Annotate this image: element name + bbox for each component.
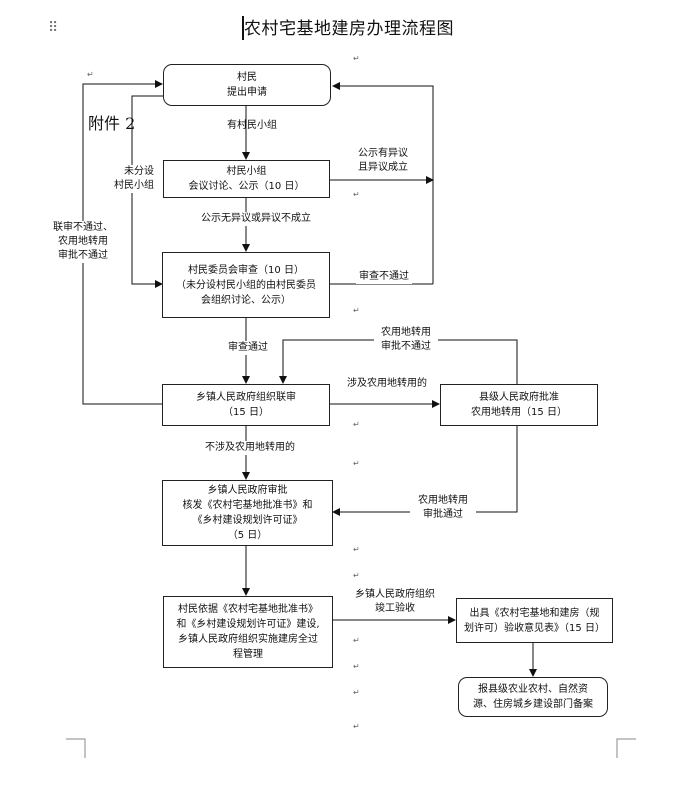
label-joint-review-fail: 联审不通过、 农用地转用 审批不通过 <box>48 221 118 263</box>
page-corner-mark <box>616 738 636 758</box>
drag-grip-icon[interactable]: ⠿ <box>48 20 59 36</box>
paragraph-mark-icon: ↵ <box>353 688 360 697</box>
node-village-group: 村民小组 会议讨论、公示（10 日） <box>163 160 330 198</box>
node-county-approval: 县级人民政府批准 农用地转用（15 日） <box>440 384 598 426</box>
label-completion-acceptance: 乡镇人民政府组织 竣工验收 <box>346 588 444 616</box>
label-farmland-conversion-pass: 农用地转用 审批通过 <box>410 494 476 522</box>
label-review-fail: 审查不通过 <box>356 270 412 284</box>
paragraph-mark-icon: ↵ <box>353 571 360 580</box>
label-has-village-group: 有村民小组 <box>227 120 277 131</box>
node-township-approval: 乡镇人民政府审批 核发《农村宅基地批准书》和 《乡村建设规划许可证》 （5 日） <box>162 480 333 546</box>
node-inspection-document: 出具《农村宅基地和建房（规 划许可）验收意见表》（15 日） <box>456 598 613 643</box>
node-construction: 村民依据《农村宅基地批准书》 和《乡村建设规划许可证》建设, 乡镇人民政府组织实… <box>163 596 333 668</box>
label-not-involves-farmland: 不涉及农用地转用的 <box>194 441 306 455</box>
paragraph-mark-icon: ↵ <box>353 636 360 645</box>
paragraph-mark-icon: ↵ <box>87 70 94 79</box>
label-involves-farmland: 涉及农用地转用的 <box>338 377 436 391</box>
text-cursor <box>242 16 244 40</box>
label-review-pass: 审查通过 <box>220 341 276 355</box>
label-objection-valid: 公示有异议 且异议成立 <box>350 147 416 175</box>
label-farmland-conversion-fail: 农用地转用 审批不通过 <box>374 326 438 354</box>
paragraph-mark-icon: ↵ <box>353 306 360 315</box>
paragraph-mark-icon: ↵ <box>353 545 360 554</box>
label-no-objection: 公示无异议或异议不成立 <box>186 212 326 226</box>
paragraph-mark-icon: ↵ <box>353 190 360 199</box>
page-title: 农村宅基地建房办理流程图 <box>244 19 454 39</box>
label-no-village-group: 未分设 村民小组 <box>100 165 154 193</box>
paragraph-mark-icon: ↵ <box>353 722 360 731</box>
paragraph-mark-icon: ↵ <box>353 420 360 429</box>
paragraph-mark-icon: ↵ <box>353 459 360 468</box>
node-committee-review: 村民委员会审查（10 日） （未分设村民小组的由村民委员 会组织讨论、公示） <box>162 252 330 318</box>
node-township-joint-review: 乡镇人民政府组织联审 （15 日） <box>162 384 330 426</box>
node-filing: 报县级农业农村、自然资 源、住房城乡建设部门备案 <box>458 677 608 717</box>
paragraph-mark-icon: ↵ <box>353 662 360 671</box>
attachment-label: 附件 2 <box>88 114 136 133</box>
node-apply: 村民 提出申请 <box>163 64 331 106</box>
page-corner-mark <box>66 738 86 758</box>
paragraph-mark-icon: ↵ <box>353 54 360 63</box>
